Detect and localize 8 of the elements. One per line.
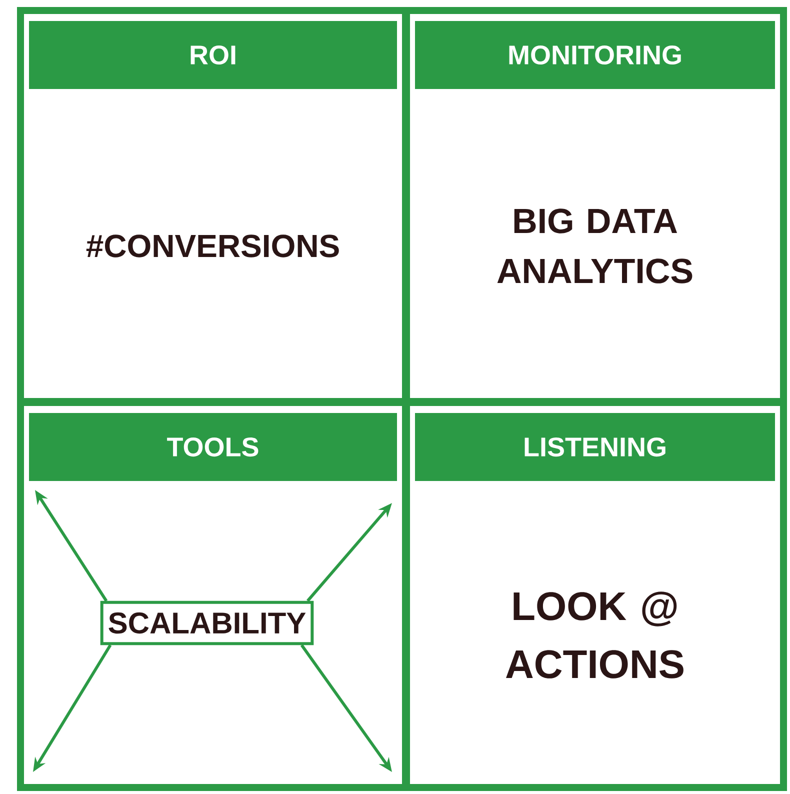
header-band: MONITORING bbox=[415, 21, 775, 89]
body-text: BIG DATA ANALYTICS bbox=[497, 208, 692, 284]
header-band: ROI bbox=[29, 21, 397, 89]
header-band: LISTENING bbox=[415, 413, 775, 481]
label-box: SCALABILITY bbox=[100, 600, 314, 646]
body-text: #CONVERSIONS bbox=[86, 234, 339, 258]
body-text: LOOK @ ACTIONS bbox=[506, 592, 684, 678]
header-band: TOOLS bbox=[29, 413, 397, 481]
